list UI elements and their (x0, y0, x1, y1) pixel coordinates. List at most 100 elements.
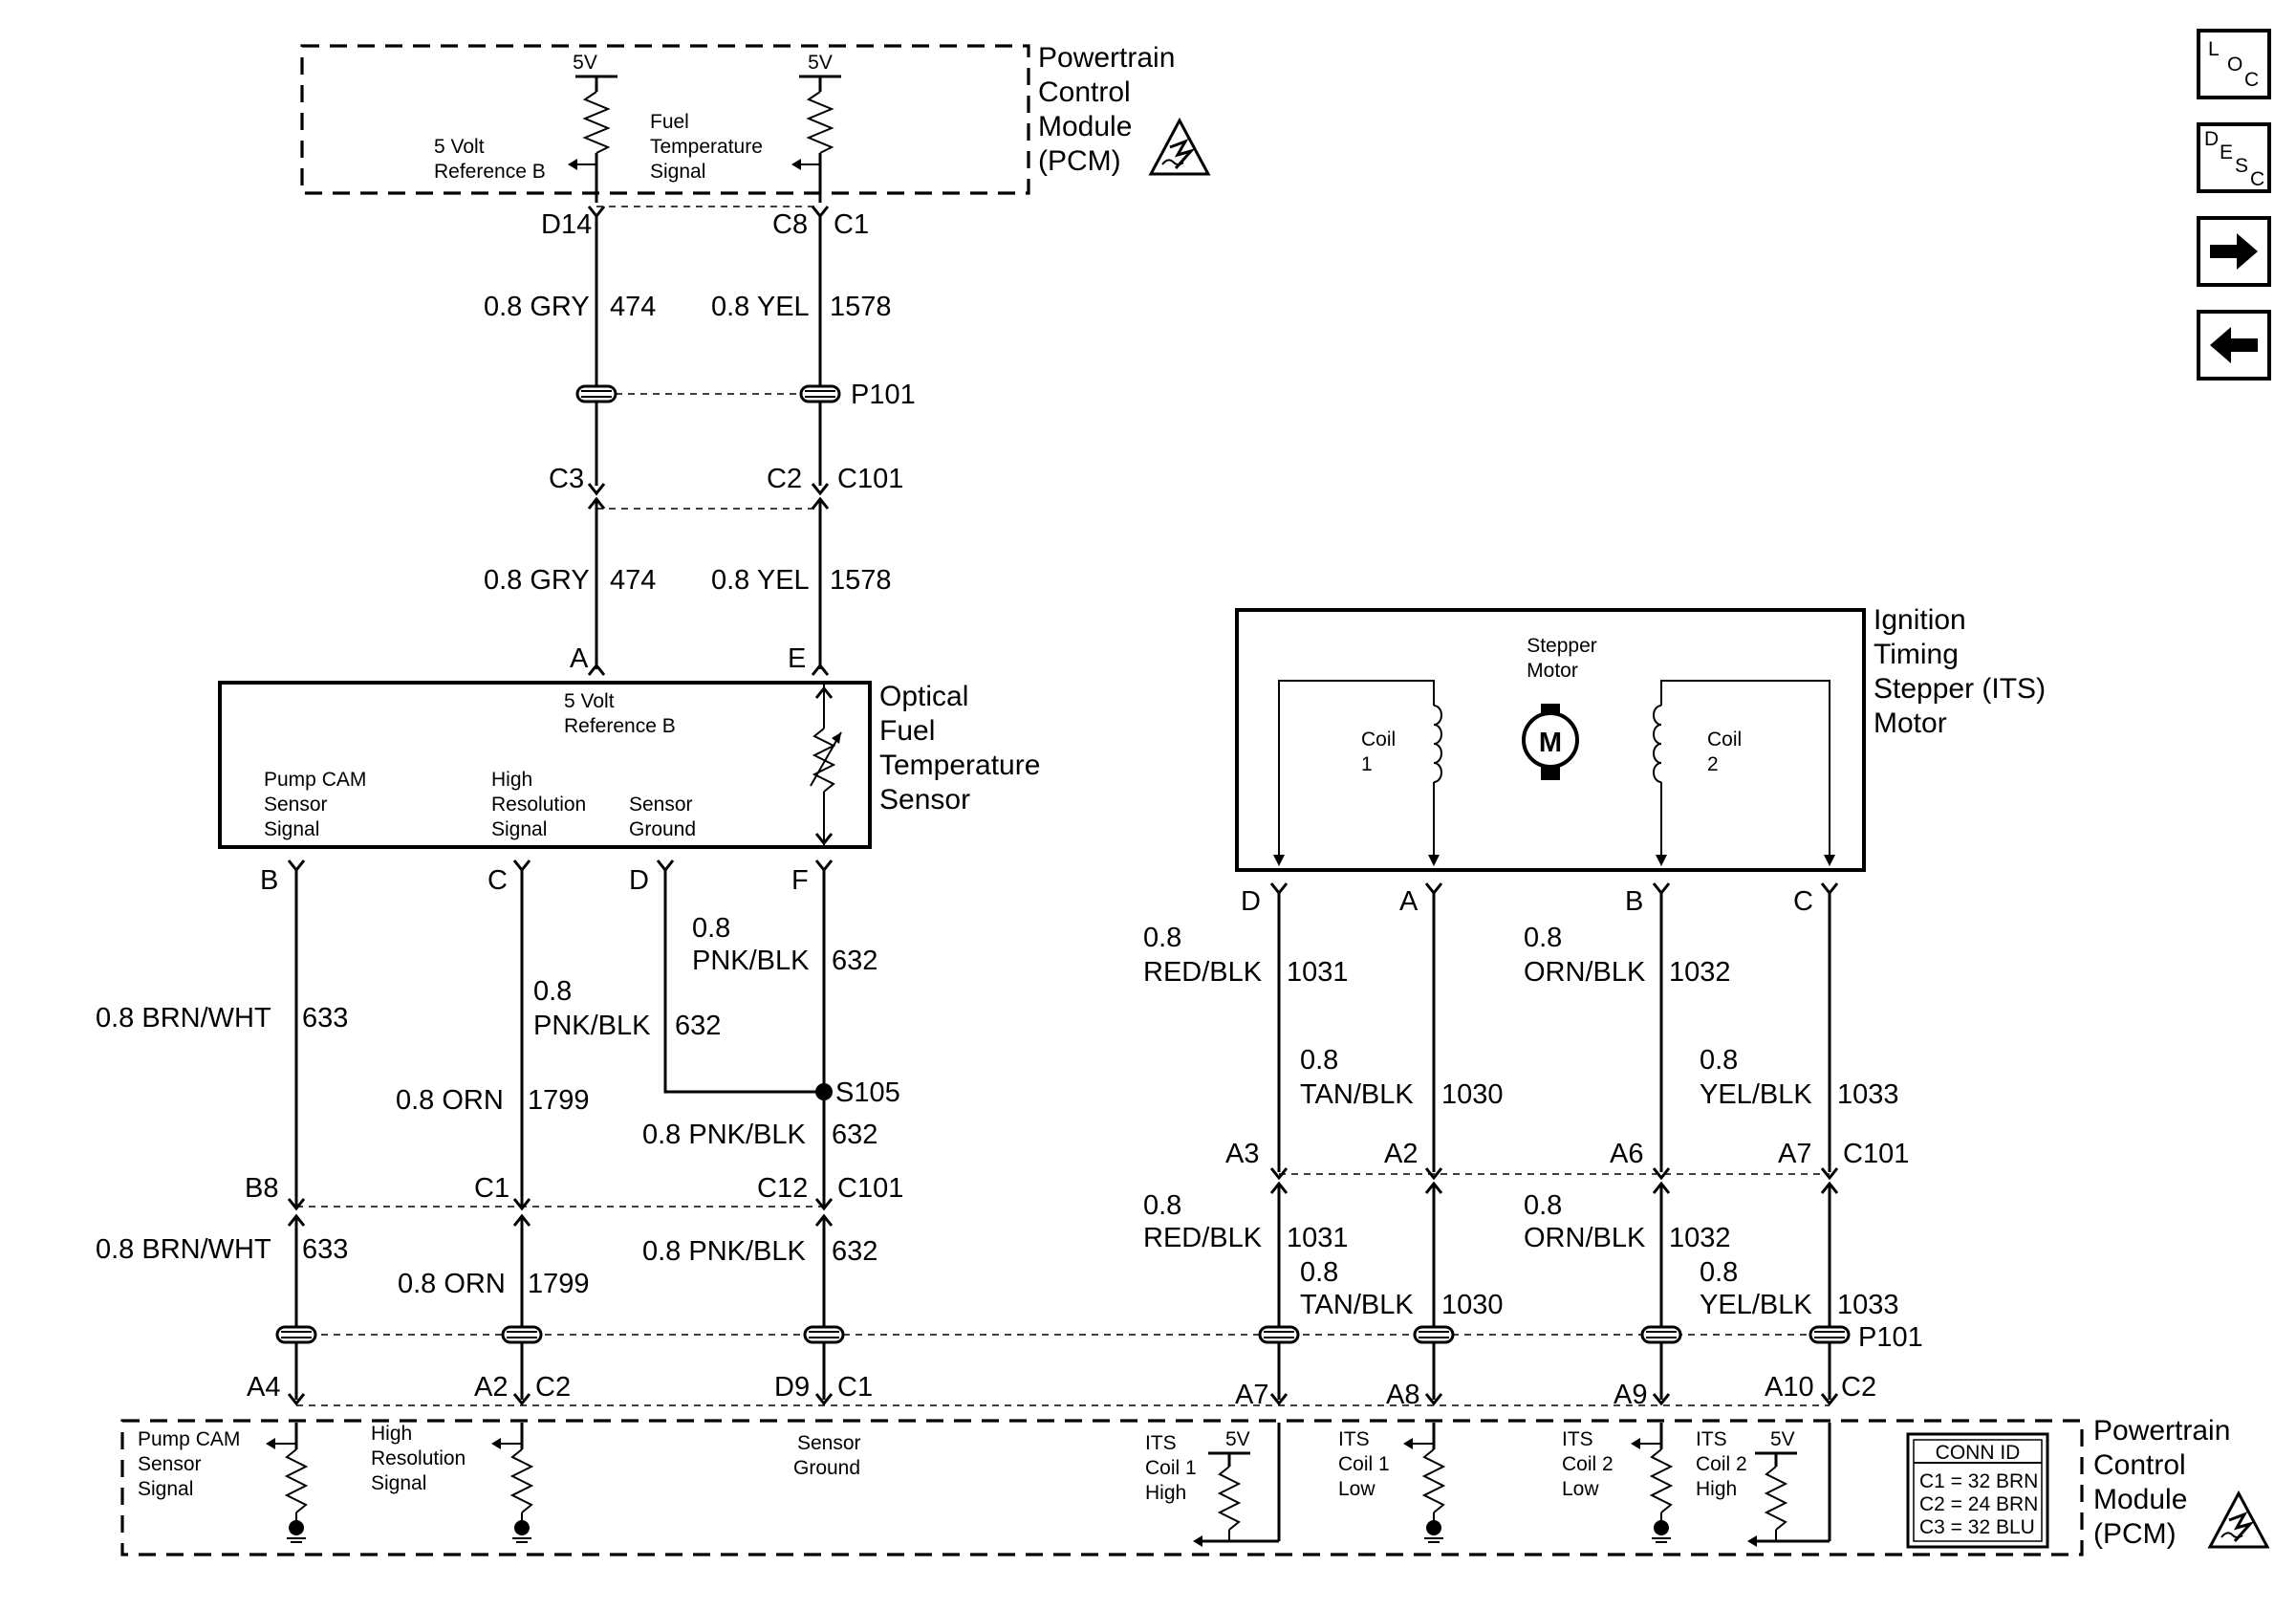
pin-b8: B8 (245, 1173, 278, 1204)
pcm-top-title-line1: Powertrain (1038, 42, 1175, 74)
wire-pnk-blk-label: 0.8 PNK/BLK (642, 1236, 807, 1267)
conn-c2: C2 (1841, 1372, 1876, 1403)
sensor-pump-label-2: Sensor (264, 794, 328, 816)
conn-id-title: CONN ID (1936, 1442, 2021, 1464)
left-arrow-icon (2210, 327, 2258, 363)
pcm-ground-label-2: Ground (793, 1457, 860, 1479)
loc-button[interactable]: L O C (2197, 29, 2271, 99)
splice-p101 (803, 1325, 845, 1344)
pin-c12: C12 (757, 1173, 808, 1204)
wire-gauge: 0.8 (1524, 923, 1562, 953)
wire-gauge: 0.8 (1143, 1190, 1181, 1221)
its2l-label-3: Low (1562, 1478, 1599, 1500)
right-arrow-icon (2210, 233, 2258, 270)
circuit-1799: 1799 (528, 1269, 590, 1299)
pcm-pump-label-1: Pump CAM (138, 1428, 240, 1450)
loc-letter: O (2227, 54, 2242, 76)
its2h-label-1: ITS (1696, 1428, 1727, 1450)
desc-letter: D (2204, 128, 2219, 150)
sensor-ground-label-2: Ground (629, 818, 696, 840)
coil1-label-1: Coil (1361, 729, 1396, 751)
pcm-top-title-line2: Control (1038, 76, 1131, 108)
pcm-top: Powertrain Control Module (PCM) 5V 5 Vol… (300, 42, 1210, 203)
conn-c101: C101 (1843, 1139, 1909, 1169)
pin-a3: A3 (1225, 1139, 1259, 1169)
conn-c1: C1 (837, 1372, 873, 1403)
circuit-632: 632 (832, 1236, 877, 1267)
pcm-top-boundary (300, 44, 1030, 195)
pin-c1: C1 (474, 1173, 509, 1204)
stepper-label-1: Stepper (1527, 635, 1597, 657)
wire-red-blk-label: RED/BLK (1143, 957, 1263, 988)
sensor-hires-label-3: Signal (491, 818, 547, 840)
conn-c101: C101 (837, 1173, 903, 1204)
splice-p101 (1258, 1325, 1300, 1344)
optical-fuel-temp-sensor: Optical Fuel Temperature Sensor 5 Volt R… (218, 681, 1040, 849)
desc-button[interactable]: D E S C (2197, 122, 2271, 193)
pcm-top-sig-label-1: Fuel (650, 111, 689, 133)
ground-icon (286, 1519, 307, 1543)
pin-a7: A7 (1235, 1380, 1268, 1410)
motor-icon: M (1522, 704, 1579, 780)
ref-5v-label: 5V (1770, 1428, 1795, 1450)
its-motor: Ignition Timing Stepper (ITS) Motor Step… (1235, 604, 2046, 872)
pcm-top-sig-label-2: Temperature (650, 136, 763, 158)
stepper-label-2: Motor (1527, 660, 1578, 682)
pin-a4: A4 (247, 1372, 280, 1403)
pin-a10: A10 (1765, 1372, 1814, 1403)
its-title-line2: Timing (1874, 639, 1959, 670)
wire-pnk-blk-label: PNK/BLK (692, 946, 810, 976)
its2l-label-2: Coil 2 (1562, 1453, 1614, 1475)
wire-yel-blk-label: YEL/BLK (1700, 1079, 1812, 1110)
circuit-632: 632 (832, 946, 877, 976)
circuit-474: 474 (610, 292, 656, 322)
pin-d: D (629, 865, 649, 896)
prev-page-button[interactable] (2197, 310, 2271, 381)
next-page-button[interactable] (2197, 216, 2271, 287)
circuit-633: 633 (302, 1234, 348, 1265)
desc-letter: E (2220, 141, 2233, 163)
pcm-top-title-line4: (PCM) (1038, 145, 1121, 177)
sensor-hires-label-1: High (491, 769, 532, 791)
pin-b: B (260, 865, 278, 896)
circuit-1033: 1033 (1837, 1079, 1899, 1110)
loc-letter: L (2208, 38, 2220, 60)
splice-s105-dot (815, 1083, 833, 1100)
splice-p101 (1809, 1325, 1851, 1344)
wire-gauge: 0.8 (533, 976, 572, 1007)
pin-a2: A2 (1384, 1139, 1418, 1169)
pin-a6: A6 (1610, 1139, 1643, 1169)
ref-5v-label: 5V (573, 52, 597, 74)
circuit-1030: 1030 (1441, 1290, 1504, 1320)
circuit-1032: 1032 (1669, 957, 1731, 988)
motor-m-label: M (1539, 728, 1562, 758)
circuit-1031: 1031 (1287, 957, 1349, 988)
splice-p101-label: P101 (1858, 1322, 1923, 1353)
pcm-bottom-title-line1: Powertrain (2093, 1415, 2230, 1447)
conn-id-row: C3 = 32 BLU (1919, 1516, 2035, 1538)
sensor-ground-label-1: Sensor (629, 794, 693, 816)
pcm-top-ref-label-2: Reference B (434, 161, 546, 183)
wire-gauge: 0.8 (1700, 1045, 1738, 1076)
circuit-1032: 1032 (1669, 1223, 1731, 1253)
its1l-label-3: Low (1338, 1478, 1375, 1500)
its-pin-b: B (1625, 886, 1643, 917)
its-title-line4: Motor (1874, 707, 1947, 739)
wire-orn-label: 0.8 ORN (396, 1085, 504, 1116)
circuit-1033: 1033 (1837, 1290, 1899, 1320)
desc-letter: C (2250, 168, 2264, 190)
wire-pnk-blk-label: 0.8 PNK/BLK (642, 1120, 807, 1150)
esd-warning-icon (2208, 1491, 2269, 1549)
pin-a9: A9 (1614, 1380, 1647, 1410)
pin-a2: A2 (474, 1372, 508, 1403)
circuit-1578: 1578 (830, 292, 892, 322)
splice-p101-left (575, 384, 617, 403)
circuit-1030: 1030 (1441, 1079, 1504, 1110)
pcm-top-ref-label-1: 5 Volt (434, 136, 485, 158)
pin-f: F (791, 865, 809, 896)
pin-a7: A7 (1778, 1139, 1811, 1169)
ref-5v-label: 5V (808, 52, 833, 74)
sensor-title-line4: Sensor (879, 784, 970, 816)
its1h-label-2: Coil 1 (1145, 1457, 1197, 1479)
conn-id-table: CONN ID C1 = 32 BRN C2 = 24 BRN C3 = 32 … (1906, 1432, 2049, 1549)
